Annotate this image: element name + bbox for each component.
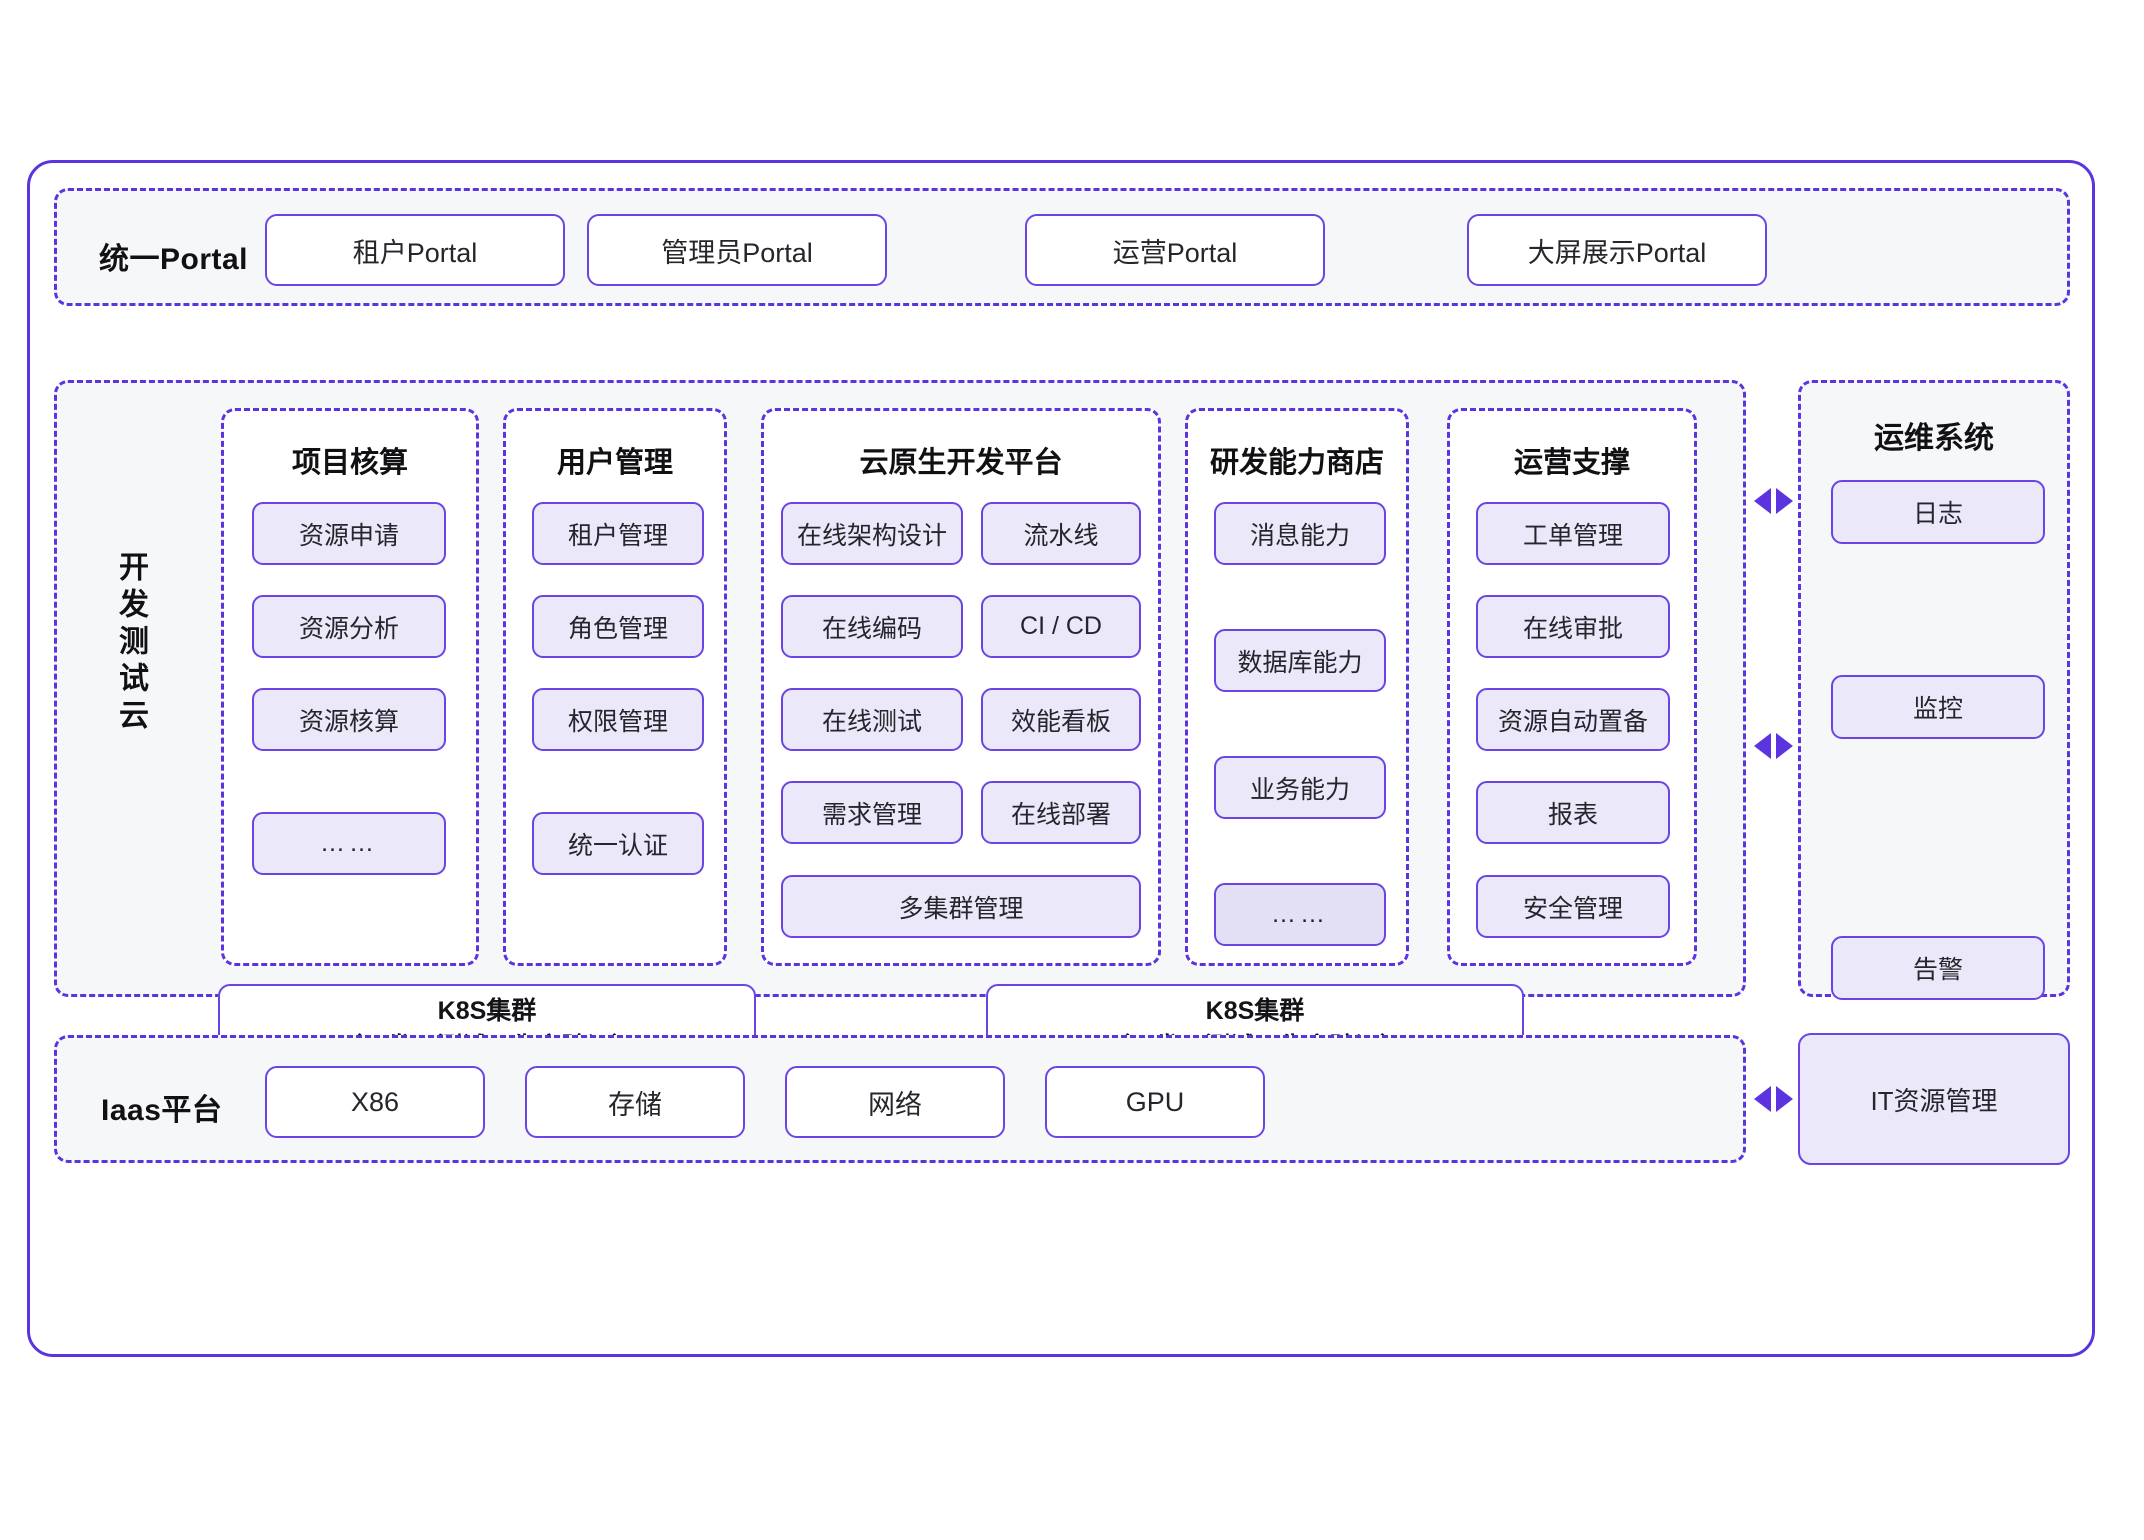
portal-operations-button[interactable]: 运营Portal — [1025, 214, 1325, 286]
iaas-row-panel: Iaas平台 X86 存储 网络 GPU — [54, 1035, 1746, 1163]
chip-monitoring[interactable]: 监控 — [1831, 675, 2045, 739]
iaas-connector — [1754, 1086, 1793, 1112]
chip-ticket-management[interactable]: 工单管理 — [1476, 502, 1670, 565]
dev-test-cloud-panel: 开发测试云 项目核算 资源申请 资源分析 资源核算 …… 用户管理 租户管理 角… — [54, 380, 1746, 997]
ops-connector-bottom — [1754, 733, 1793, 759]
chip-more-project-accounting[interactable]: …… — [252, 812, 446, 875]
chip-pipeline[interactable]: 流水线 — [981, 502, 1141, 565]
ops-connector-top — [1754, 488, 1793, 514]
k8s-cluster-1-line1: K8S集群 — [437, 996, 537, 1025]
chip-reports[interactable]: 报表 — [1476, 781, 1670, 844]
chip-it-resource-management[interactable]: IT资源管理 — [1798, 1033, 2070, 1165]
chip-tenant-management[interactable]: 租户管理 — [532, 502, 704, 565]
arrow-left-icon — [1754, 488, 1771, 514]
portal-row-panel: 统一Portal 租户Portal 管理员Portal 运营Portal 大屏展… — [54, 188, 2070, 306]
architecture-diagram: 统一Portal 租户Portal 管理员Portal 运营Portal 大屏展… — [27, 160, 2095, 1357]
iaas-network-box[interactable]: 网络 — [785, 1066, 1005, 1138]
column-rnd-capability-store: 研发能力商店 消息能力 数据库能力 业务能力 …… — [1185, 408, 1409, 966]
chip-efficiency-board[interactable]: 效能看板 — [981, 688, 1141, 751]
chip-online-testing[interactable]: 在线测试 — [781, 688, 963, 751]
column-title-project-accounting: 项目核算 — [291, 447, 408, 479]
iaas-storage-box[interactable]: 存储 — [525, 1066, 745, 1138]
portal-bigscreen-button[interactable]: 大屏展示Portal — [1467, 214, 1767, 286]
column-user-management: 用户管理 租户管理 角色管理 权限管理 统一认证 — [503, 408, 727, 966]
arrow-right-icon — [1776, 733, 1793, 759]
portal-row-label: 统一Portal — [99, 243, 249, 276]
arrow-right-icon — [1776, 488, 1793, 514]
chip-online-architecture-design[interactable]: 在线架构设计 — [781, 502, 963, 565]
chip-logs[interactable]: 日志 — [1831, 480, 2045, 544]
chip-auto-provisioning[interactable]: 资源自动置备 — [1476, 688, 1670, 751]
arrow-left-icon — [1754, 733, 1771, 759]
ops-system-title: 运维系统 — [1874, 422, 1994, 455]
chip-alerting[interactable]: 告警 — [1831, 936, 2045, 1000]
chip-more-rnd-capability[interactable]: …… — [1214, 883, 1386, 946]
chip-database-capability[interactable]: 数据库能力 — [1214, 629, 1386, 692]
arrow-right-icon — [1776, 1086, 1793, 1112]
arrow-left-icon — [1754, 1086, 1771, 1112]
chip-unified-auth[interactable]: 统一认证 — [532, 812, 704, 875]
iaas-row-label: Iaas平台 — [101, 1094, 223, 1127]
chip-resource-accounting[interactable]: 资源核算 — [252, 688, 446, 751]
chip-multi-cluster-management[interactable]: 多集群管理 — [781, 875, 1141, 938]
column-title-rnd-capability-store: 研发能力商店 — [1209, 447, 1384, 479]
chip-online-deployment[interactable]: 在线部署 — [981, 781, 1141, 844]
column-title-user-management: 用户管理 — [556, 447, 673, 479]
chip-online-coding[interactable]: 在线编码 — [781, 595, 963, 658]
chip-online-approval[interactable]: 在线审批 — [1476, 595, 1670, 658]
chip-ci-cd[interactable]: CI / CD — [981, 595, 1141, 658]
chip-messaging-capability[interactable]: 消息能力 — [1214, 502, 1386, 565]
column-cloud-native-platform: 云原生开发平台 在线架构设计 流水线 在线编码 CI / CD 在线测试 效能看… — [761, 408, 1161, 966]
chip-role-management[interactable]: 角色管理 — [532, 595, 704, 658]
column-project-accounting: 项目核算 资源申请 资源分析 资源核算 …… — [221, 408, 479, 966]
chip-permission-management[interactable]: 权限管理 — [532, 688, 704, 751]
column-operations-support: 运营支撑 工单管理 在线审批 资源自动置备 报表 安全管理 — [1447, 408, 1697, 966]
portal-tenant-button[interactable]: 租户Portal — [265, 214, 565, 286]
chip-requirement-management[interactable]: 需求管理 — [781, 781, 963, 844]
ops-system-panel: 运维系统 日志 监控 告警 — [1798, 380, 2070, 1000]
column-title-operations-support: 运营支撑 — [1513, 447, 1630, 479]
dev-test-cloud-label: 开发测试云 — [114, 551, 147, 736]
chip-resource-apply[interactable]: 资源申请 — [252, 502, 446, 565]
k8s-cluster-2-line1: K8S集群 — [1205, 996, 1305, 1025]
chip-business-capability[interactable]: 业务能力 — [1214, 756, 1386, 819]
chip-security-management[interactable]: 安全管理 — [1476, 875, 1670, 938]
portal-admin-button[interactable]: 管理员Portal — [587, 214, 887, 286]
column-title-cloud-native-platform: 云原生开发平台 — [859, 447, 1063, 479]
iaas-x86-box[interactable]: X86 — [265, 1066, 485, 1138]
chip-resource-analysis[interactable]: 资源分析 — [252, 595, 446, 658]
iaas-gpu-box[interactable]: GPU — [1045, 1066, 1265, 1138]
